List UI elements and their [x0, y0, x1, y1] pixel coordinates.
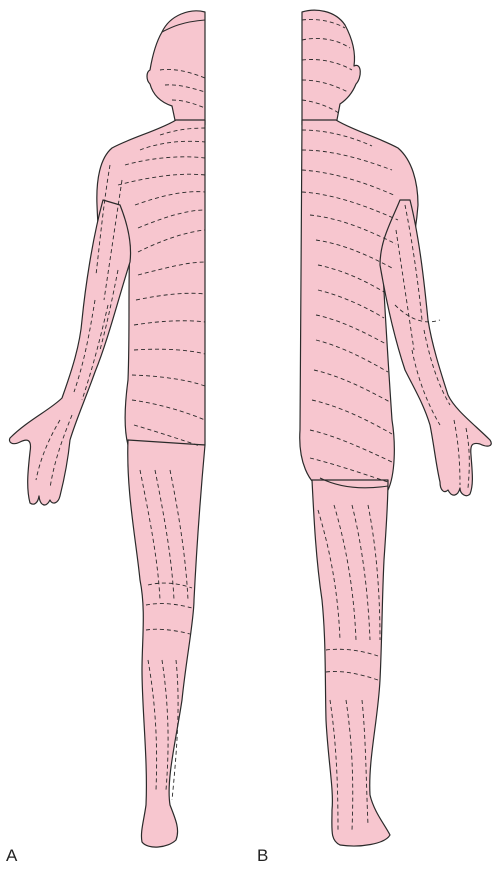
panel-label-b: B [257, 846, 268, 866]
posterior-figure [300, 10, 492, 846]
posterior-leg [312, 480, 390, 846]
anterior-figure [9, 11, 205, 847]
posterior-head [302, 10, 360, 125]
anterior-head [147, 11, 205, 125]
panel-label-a: A [6, 846, 17, 866]
posterior-arm [380, 200, 491, 496]
